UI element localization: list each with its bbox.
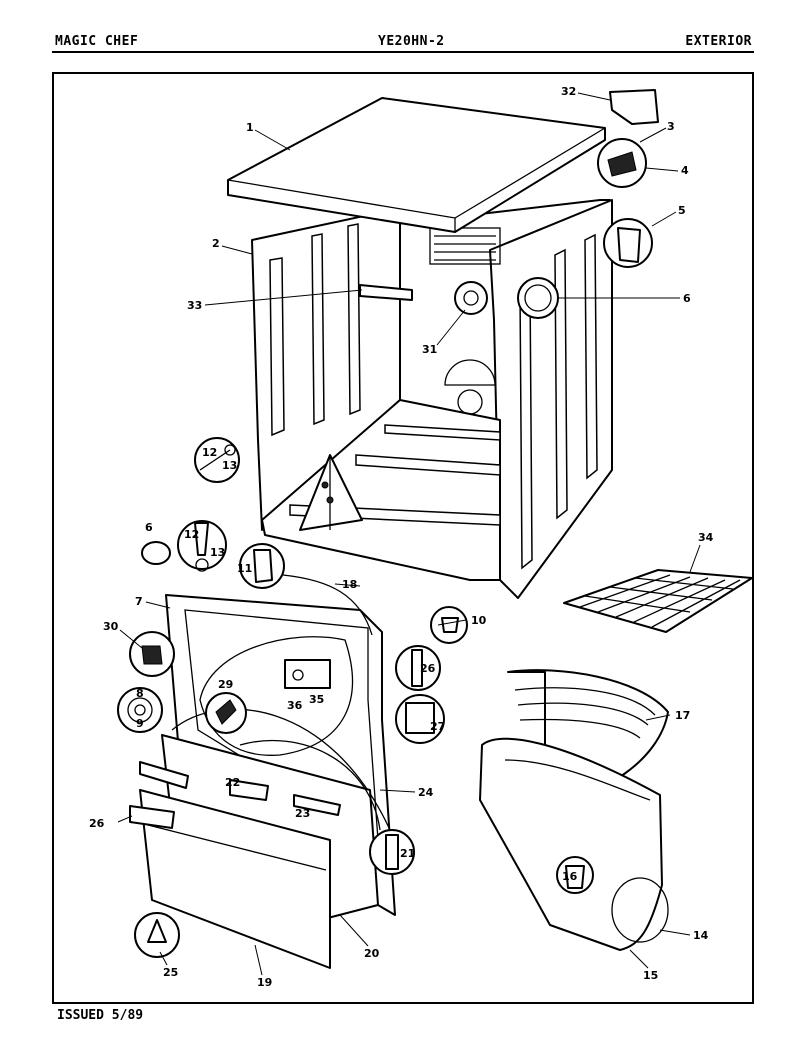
callout-4: 4: [681, 164, 689, 177]
callout-13-upper: 13: [222, 459, 237, 472]
callout-labels: 1 2 32 3 4 5 6 33 31 12 13 34 6 12 13 11…: [89, 85, 714, 989]
callout-21: 21: [400, 847, 415, 860]
issue-date: ISSUED 5/89: [57, 1008, 144, 1023]
duct-part: [479, 669, 669, 951]
callout-8: 8: [136, 687, 144, 700]
catch-23-part: [293, 794, 341, 816]
callout-3: 3: [667, 120, 675, 133]
callout-27: 27: [430, 720, 445, 733]
leader-lines: [117, 92, 701, 976]
callout-24: 24: [418, 786, 434, 799]
cabinet-part: [251, 199, 613, 599]
callout-33: 33: [187, 299, 202, 312]
callout-7: 7: [135, 595, 143, 608]
header-rule: [52, 51, 754, 53]
door-assembly-part: [129, 734, 381, 969]
callout-14: 14: [693, 929, 709, 942]
collar-6-part: [141, 541, 171, 565]
callout-12-lower: 12: [184, 528, 199, 541]
callout-36: 36: [287, 699, 303, 712]
callout-25: 25: [163, 966, 178, 979]
callout-2: 2: [212, 237, 220, 250]
callout-5: 5: [678, 204, 686, 217]
screw-inset-1: [194, 437, 240, 483]
knob-inset-8: [117, 687, 163, 733]
rack-34-part: [563, 569, 753, 633]
callout-32: 32: [561, 85, 576, 98]
diagram-frame: [52, 72, 754, 1004]
callout-23: 23: [295, 807, 310, 820]
callout-10: 10: [471, 614, 487, 627]
section-title: EXTERIOR: [685, 34, 752, 49]
callout-17: 17: [675, 709, 690, 722]
callout-26-right: 26: [420, 662, 436, 675]
callout-22: 22: [225, 776, 240, 789]
callout-9: 9: [136, 717, 144, 730]
callout-15: 15: [643, 969, 658, 982]
strike-22-part: [229, 779, 269, 801]
callout-16: 16: [562, 870, 578, 883]
model-number: YE20HN-2: [378, 34, 445, 49]
callout-1: 1: [246, 121, 254, 134]
callout-6-upper: 6: [683, 292, 691, 305]
callout-13-lower: 13: [210, 546, 225, 559]
callout-18: 18: [342, 578, 357, 591]
callout-20: 20: [364, 947, 380, 960]
hinge-bar: [139, 761, 189, 789]
bracket-32-part: [609, 89, 659, 125]
top-panel-part: [227, 97, 606, 233]
brand-name: MAGIC CHEF: [55, 34, 139, 49]
callout-11: 11: [237, 562, 252, 575]
callout-19: 19: [257, 976, 272, 989]
callout-29: 29: [218, 678, 233, 691]
callout-31: 31: [422, 343, 437, 356]
callout-12-upper: 12: [202, 446, 217, 459]
callout-26-left: 26: [89, 817, 105, 830]
callout-30: 30: [103, 620, 119, 633]
callout-6-lower: 6: [145, 521, 153, 534]
callout-34: 34: [698, 531, 714, 544]
callout-35: 35: [309, 693, 324, 706]
